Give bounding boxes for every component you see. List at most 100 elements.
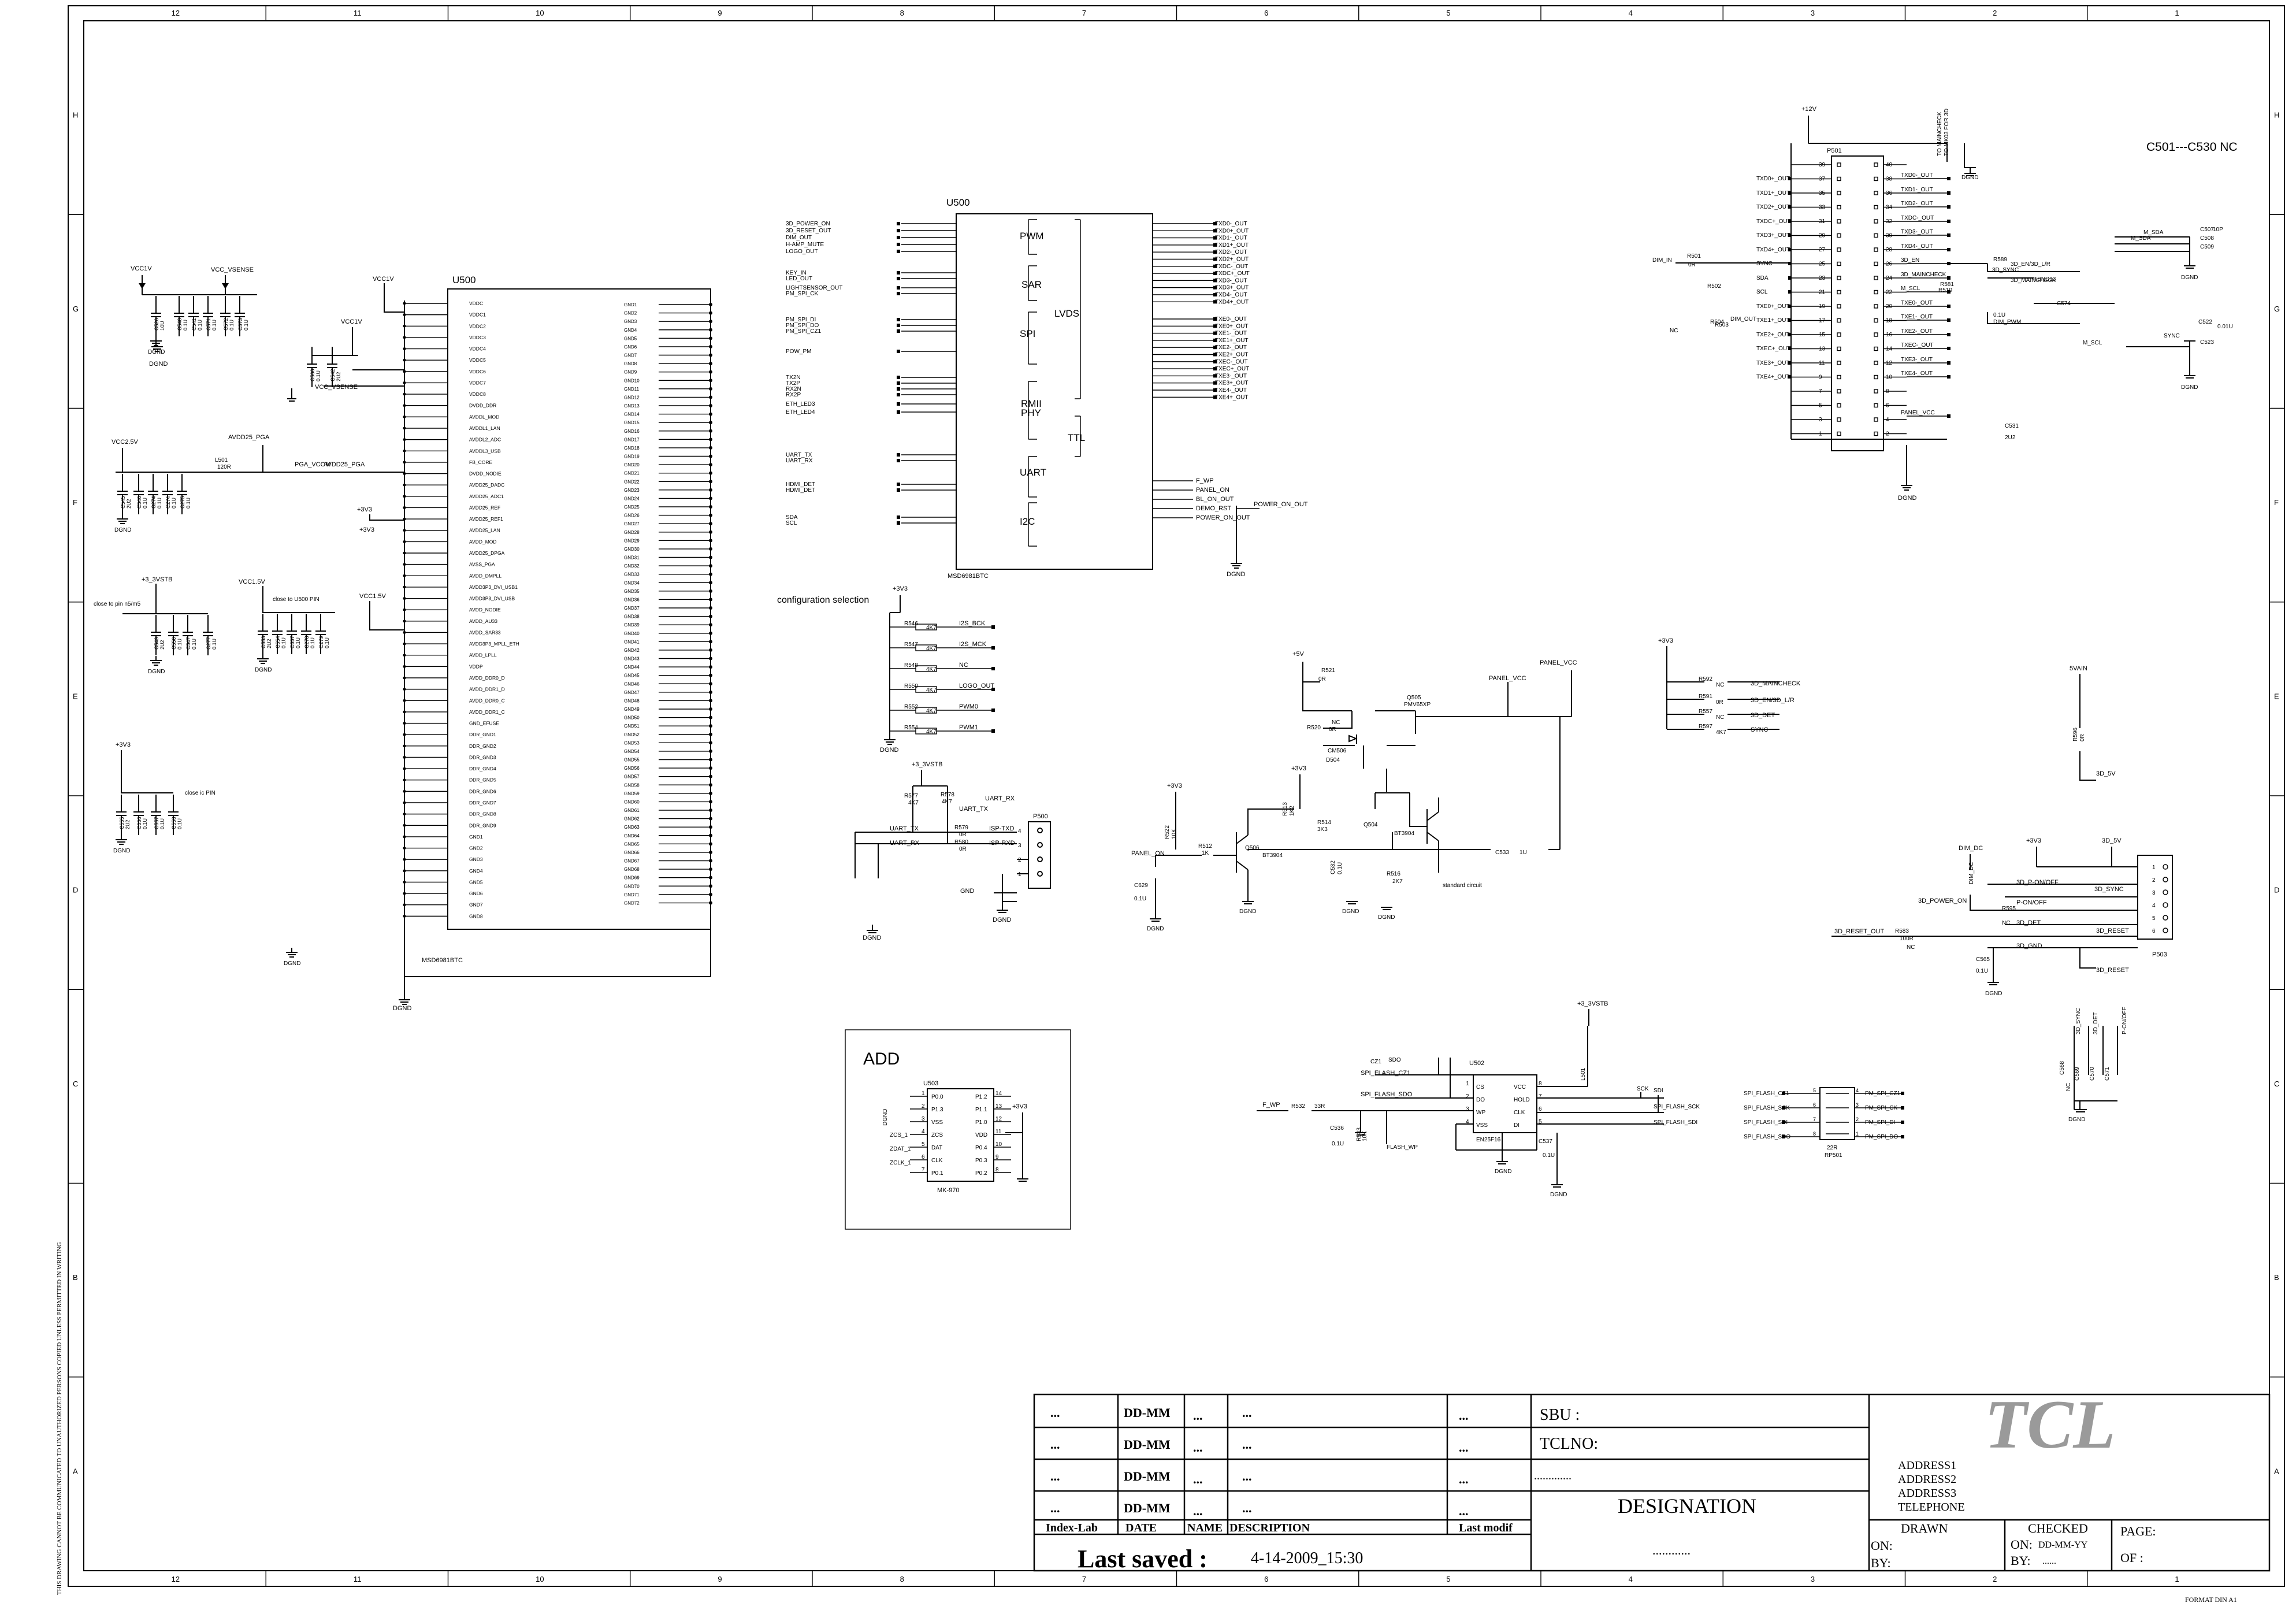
gnd-label: DGND (880, 747, 898, 754)
pin-label: AVDD25_REF1 (469, 516, 503, 522)
svg-text:SBU :: SBU : (1540, 1406, 1580, 1424)
pin-label: VDDC3 (469, 335, 486, 340)
gpio-label: F_WP (1196, 477, 1214, 484)
rail-label: VCC1V (131, 265, 152, 272)
svg-text:CM506: CM506 (1328, 748, 1347, 754)
svg-text:C570: C570 (2089, 1067, 2096, 1081)
svg-text:UART_TX: UART_TX (959, 806, 989, 813)
tb-mod: ... (1459, 1408, 1469, 1423)
svg-text:3D_SYNC: 3D_SYNC (2075, 1008, 2082, 1034)
pin-label: GND23 (624, 488, 640, 493)
svg-text:Index-Lab: Index-Lab (1046, 1522, 1098, 1534)
svg-text:BY:: BY: (1871, 1556, 1891, 1570)
svg-text:3D_DET: 3D_DET (1751, 712, 1775, 719)
signal-label: TXE0+_OUT (1215, 323, 1249, 329)
svg-text:NC: NC (1907, 944, 1915, 951)
svg-text:L501: L501 (1580, 1067, 1587, 1081)
misc-label: 10P (2213, 227, 2223, 233)
svg-text:R516: R516 (1387, 871, 1400, 877)
gnd-label: DGND (255, 667, 272, 673)
svg-text:GND: GND (960, 888, 975, 895)
signal-label: H-AMP_MUTE (786, 242, 824, 248)
signal-label: TXD1+_OUT (1215, 242, 1249, 248)
cap-value: 0.1U (142, 498, 148, 509)
pin-label: VDDP (469, 663, 483, 669)
label: 14 (995, 1090, 1002, 1097)
svg-text:Q506: Q506 (1245, 845, 1260, 851)
svg-text:P-ON/OFF: P-ON/OFF (2122, 1007, 2128, 1034)
svg-text:DGND: DGND (393, 1005, 411, 1012)
block-label: SAR (1021, 279, 1042, 290)
label: DGND (2181, 275, 2198, 281)
misc-label: C531 (2005, 423, 2019, 429)
svg-text:3: 3 (1018, 843, 1021, 849)
signal-label: PM_SPI_CZ1 (786, 328, 822, 335)
cap-label: C275 (180, 496, 185, 509)
signal-label: PWM1 (959, 724, 978, 731)
signal-label: TXEC+_OUT (1756, 346, 1790, 352)
signal-label: TXE0-_OUT (1901, 300, 1933, 306)
pin-label: DDR_GND1 (469, 732, 496, 737)
svg-text:FLASH_WP: FLASH_WP (1387, 1144, 1418, 1151)
cap-value: 0.1U (229, 320, 235, 331)
misc-label: R503 (1715, 322, 1729, 328)
label: 7 (1813, 1116, 1816, 1122)
svg-text:3D_DET: 3D_DET (2093, 1012, 2099, 1034)
label: 6 (1539, 1106, 1542, 1112)
svg-text:3K3: 3K3 (1317, 826, 1328, 833)
svg-text:R583: R583 (1895, 928, 1909, 934)
pin-number: 6 (2152, 928, 2156, 934)
label: P1.3 (931, 1107, 943, 1113)
signal-label: M_SCL (1901, 285, 1920, 292)
pin-label: GND39 (624, 622, 640, 628)
signal-label: TXD1-_OUT (1901, 187, 1933, 193)
svg-text:NC: NC (2065, 1083, 2072, 1091)
note: close ic PIN (185, 790, 216, 796)
svg-text:10K: 10K (1362, 1131, 1368, 1141)
svg-text:CHECKED: CHECKED (2028, 1521, 2088, 1535)
column-label: 4 (1629, 9, 1633, 17)
pin-label: GND62 (624, 817, 640, 822)
svg-text:1K: 1K (1202, 850, 1209, 856)
svg-text:standard circuit: standard circuit (1443, 882, 1482, 889)
signal-label: UART_RX (786, 458, 813, 464)
pin-label: AVDD25_LAN (469, 528, 500, 533)
pin-label: GND6 (624, 344, 637, 350)
chip-part: MK-970 (937, 1187, 960, 1194)
signal-label: PM_SPI_CK (786, 291, 818, 297)
svg-text:0.1U: 0.1U (1337, 862, 1343, 874)
gnd-label: DGND (284, 960, 300, 967)
cap-value: 0.1U (211, 639, 217, 650)
note: close to pin n5/m5 (94, 601, 141, 607)
misc-label: R589 (1993, 257, 2007, 263)
svg-text:R591: R591 (1699, 693, 1712, 700)
svg-text:DATE: DATE (1125, 1522, 1157, 1534)
pin-label: GND71 (624, 892, 640, 897)
svg-text:4K7: 4K7 (908, 800, 919, 806)
svg-text:DRAWN: DRAWN (1901, 1521, 1948, 1535)
signal-label: PANEL_VCC (1901, 410, 1935, 416)
svg-text:R580: R580 (954, 839, 968, 845)
cap-label: C555 (119, 817, 125, 829)
signal-label: HDMI_DET (786, 487, 815, 494)
svg-text:ON:: ON: (1871, 1538, 1893, 1553)
cap-label: C554 (275, 636, 281, 648)
misc-label: SYNC (2164, 333, 2180, 339)
chip-ref: U500 (452, 275, 476, 285)
pin-label: VDDC2 (469, 323, 486, 329)
svg-text:3D_GND: 3D_GND (2016, 943, 2042, 949)
svg-text:SDO: SDO (1388, 1057, 1401, 1063)
signal-label: RX2P (786, 392, 801, 398)
tb-mod: ... (1459, 1440, 1469, 1455)
block-label: UART (1020, 467, 1046, 478)
svg-text:100R: 100R (1900, 936, 1914, 942)
chip-ref: U500 (946, 197, 970, 208)
label: 2 (1856, 1116, 1859, 1122)
right-mid-3d: +3V3 R592 R591 R557 R597 NC 0R NC 4K7 3D… (1658, 637, 2116, 781)
misc-label: C509 (2200, 244, 2214, 250)
svg-text:+12V: +12V (1801, 106, 1817, 113)
gpio-label: PANEL_ON (1196, 487, 1229, 494)
svg-text:DESIGNATION: DESIGNATION (1618, 1494, 1756, 1518)
label: 2 (1466, 1093, 1469, 1100)
cap-value: 2U2 (336, 372, 341, 381)
